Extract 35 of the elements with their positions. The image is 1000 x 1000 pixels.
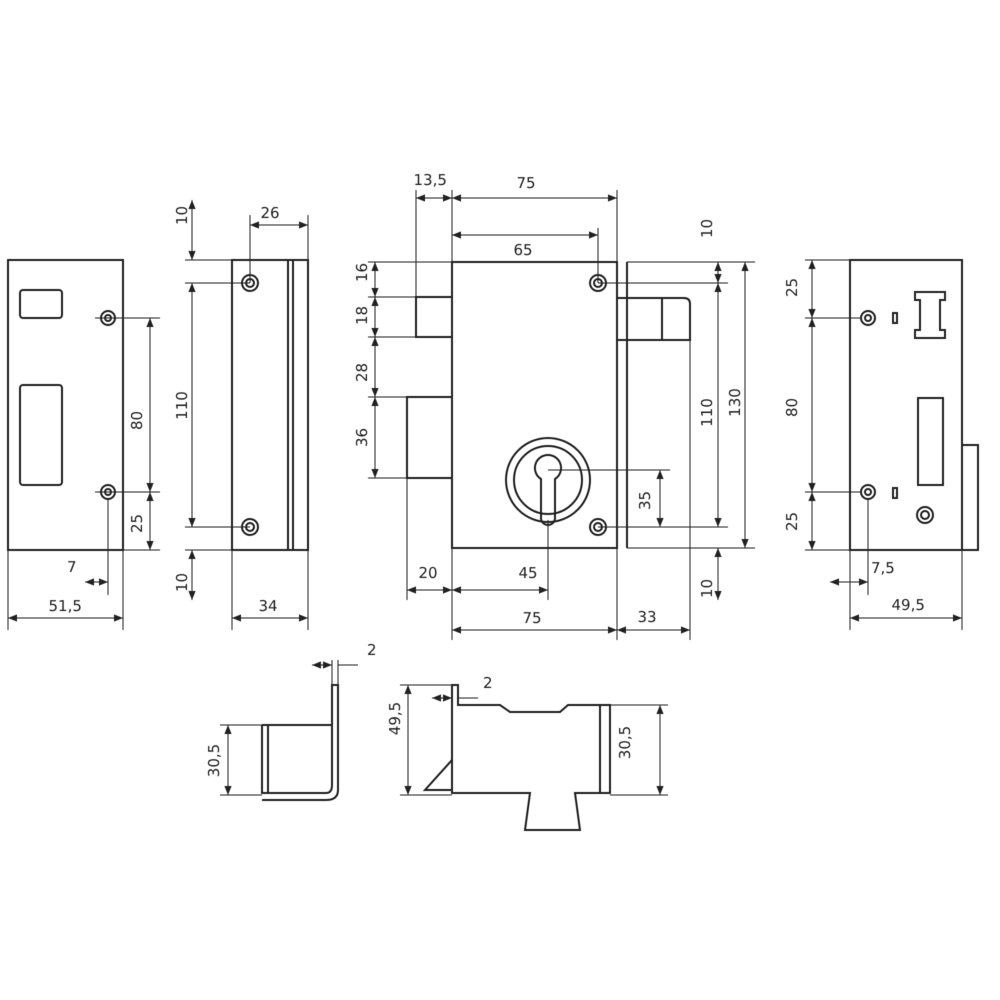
dimension-value: 110 [699,398,714,426]
dimension-value: 80 [784,397,800,417]
dimension-value: 45 [518,566,538,580]
dimension-value: 30,5 [206,743,222,777]
dimension-value: 16 [354,262,370,282]
dimension-value: 10 [174,205,190,225]
dimension-value: 49,5 [388,701,403,735]
dimension-value: 49,5 [892,598,925,612]
dimension-value: 80 [130,410,145,430]
dimension-value: 10 [174,572,190,592]
dimension-value: 75 [516,176,536,190]
dimension-value: 25 [784,277,800,297]
dimension-value: 33 [638,610,657,624]
dimension-value: 130 [727,388,742,416]
dimension-value: 36 [354,427,370,447]
dimension-value: 51,5 [48,598,82,614]
dimension-value: 25 [130,513,145,533]
dimension-value: 18 [354,305,370,325]
dimension-value: 65 [514,242,533,258]
dimension-value: 25 [784,511,800,531]
dimension-value: 28 [354,362,370,382]
dimension-value: 34 [258,598,278,614]
dimension-value: 7 [67,560,77,574]
dimension-value: 110 [174,390,190,420]
dimension-value: 10 [700,578,715,598]
dimension-value: 13,5 [414,172,447,188]
dimension-value: 20 [418,566,438,580]
dimension-value: 7,5 [871,560,895,576]
dimension-value: 35 [638,490,653,510]
dimension-value: 10 [700,218,715,238]
dimension-value: 2 [483,676,493,690]
dimension-value: 75 [522,610,542,626]
dimension-value: 30,5 [618,725,633,759]
dimension-value: 26 [260,206,280,220]
dimension-value: 2 [367,642,377,658]
